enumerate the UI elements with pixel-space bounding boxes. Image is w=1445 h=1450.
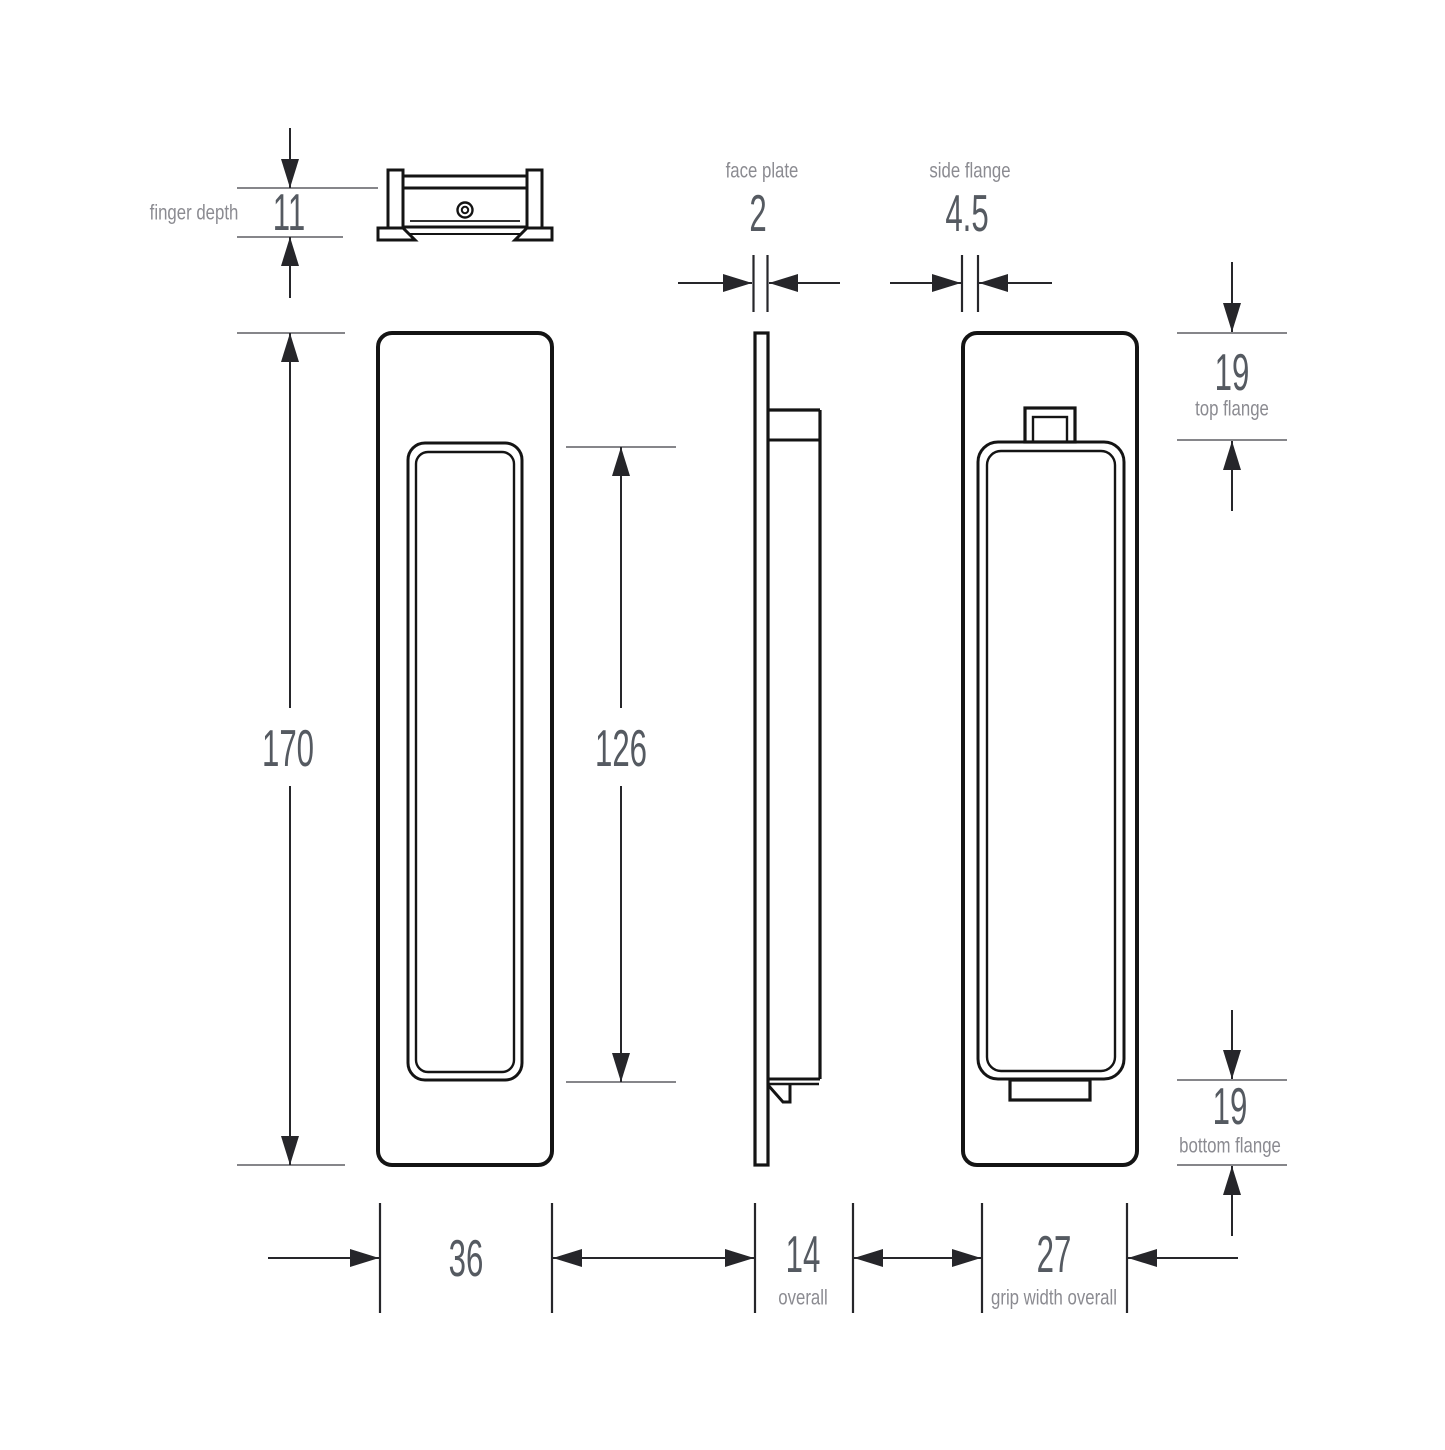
- side-view-bottom-clip: [766, 1084, 792, 1104]
- back-view: [961, 331, 1139, 1167]
- back-view-bottom-clip: [1008, 1078, 1092, 1102]
- dim-finger-depth: finger depth 11: [150, 128, 378, 298]
- top-view-right-tab: [525, 168, 544, 230]
- dim-top-flange: 19 top flange: [1177, 262, 1287, 511]
- face-plate-value: 2: [749, 185, 766, 243]
- back-view-top-clip-inner: [1031, 415, 1069, 444]
- back-view-body: [961, 331, 1139, 1167]
- screw-hole-outer-circle: [456, 201, 474, 219]
- finger-depth-value: 11: [273, 184, 305, 242]
- back-view-grip-inner: [985, 449, 1117, 1073]
- top-view-left-tab: [386, 168, 405, 230]
- dim-side-flange: side flange 4.5: [890, 160, 1052, 312]
- grip-width-label: grip width overall: [991, 1287, 1117, 1310]
- front-view-body: [376, 331, 554, 1167]
- side-view: [753, 331, 822, 1167]
- dim-recess-height: 126: [566, 446, 676, 1083]
- overall-height-value: 170: [262, 720, 314, 778]
- bottom-flange-value: 19: [1213, 1078, 1248, 1136]
- depth-overall-value: 14: [786, 1226, 821, 1284]
- dim-overall-height: 170: [237, 332, 345, 1166]
- grip-width-value: 27: [1037, 1226, 1072, 1284]
- side-view-face-plate: [753, 331, 770, 1167]
- front-view-recess-inner: [414, 450, 516, 1074]
- dim-bottom-row: 36 14 overall 27 grip width overall: [268, 1203, 1238, 1313]
- side-flange-label: side flange: [929, 160, 1010, 183]
- top-flange-value: 19: [1215, 344, 1250, 402]
- recess-height-value: 126: [595, 720, 647, 778]
- bottom-flange-label: bottom flange: [1179, 1135, 1281, 1158]
- width-value: 36: [449, 1230, 484, 1288]
- top-section-view: [376, 168, 554, 242]
- depth-overall-label: overall: [778, 1287, 827, 1310]
- dim-bottom-flange: 19 bottom flange: [1177, 1010, 1287, 1236]
- top-view-left-foot: [376, 226, 419, 242]
- front-view-recess-outer: [406, 441, 524, 1082]
- face-plate-label: face plate: [726, 160, 799, 183]
- screw-hole-inner-circle: [460, 205, 470, 215]
- front-view: [376, 331, 554, 1167]
- finger-depth-label: finger depth: [150, 202, 239, 225]
- dim-face-plate: face plate 2: [678, 160, 840, 312]
- top-view-face-plate-bar: [401, 174, 529, 190]
- top-view-right-foot: [511, 226, 554, 242]
- top-flange-label: top flange: [1195, 398, 1269, 421]
- side-flange-value: 4.5: [945, 185, 988, 243]
